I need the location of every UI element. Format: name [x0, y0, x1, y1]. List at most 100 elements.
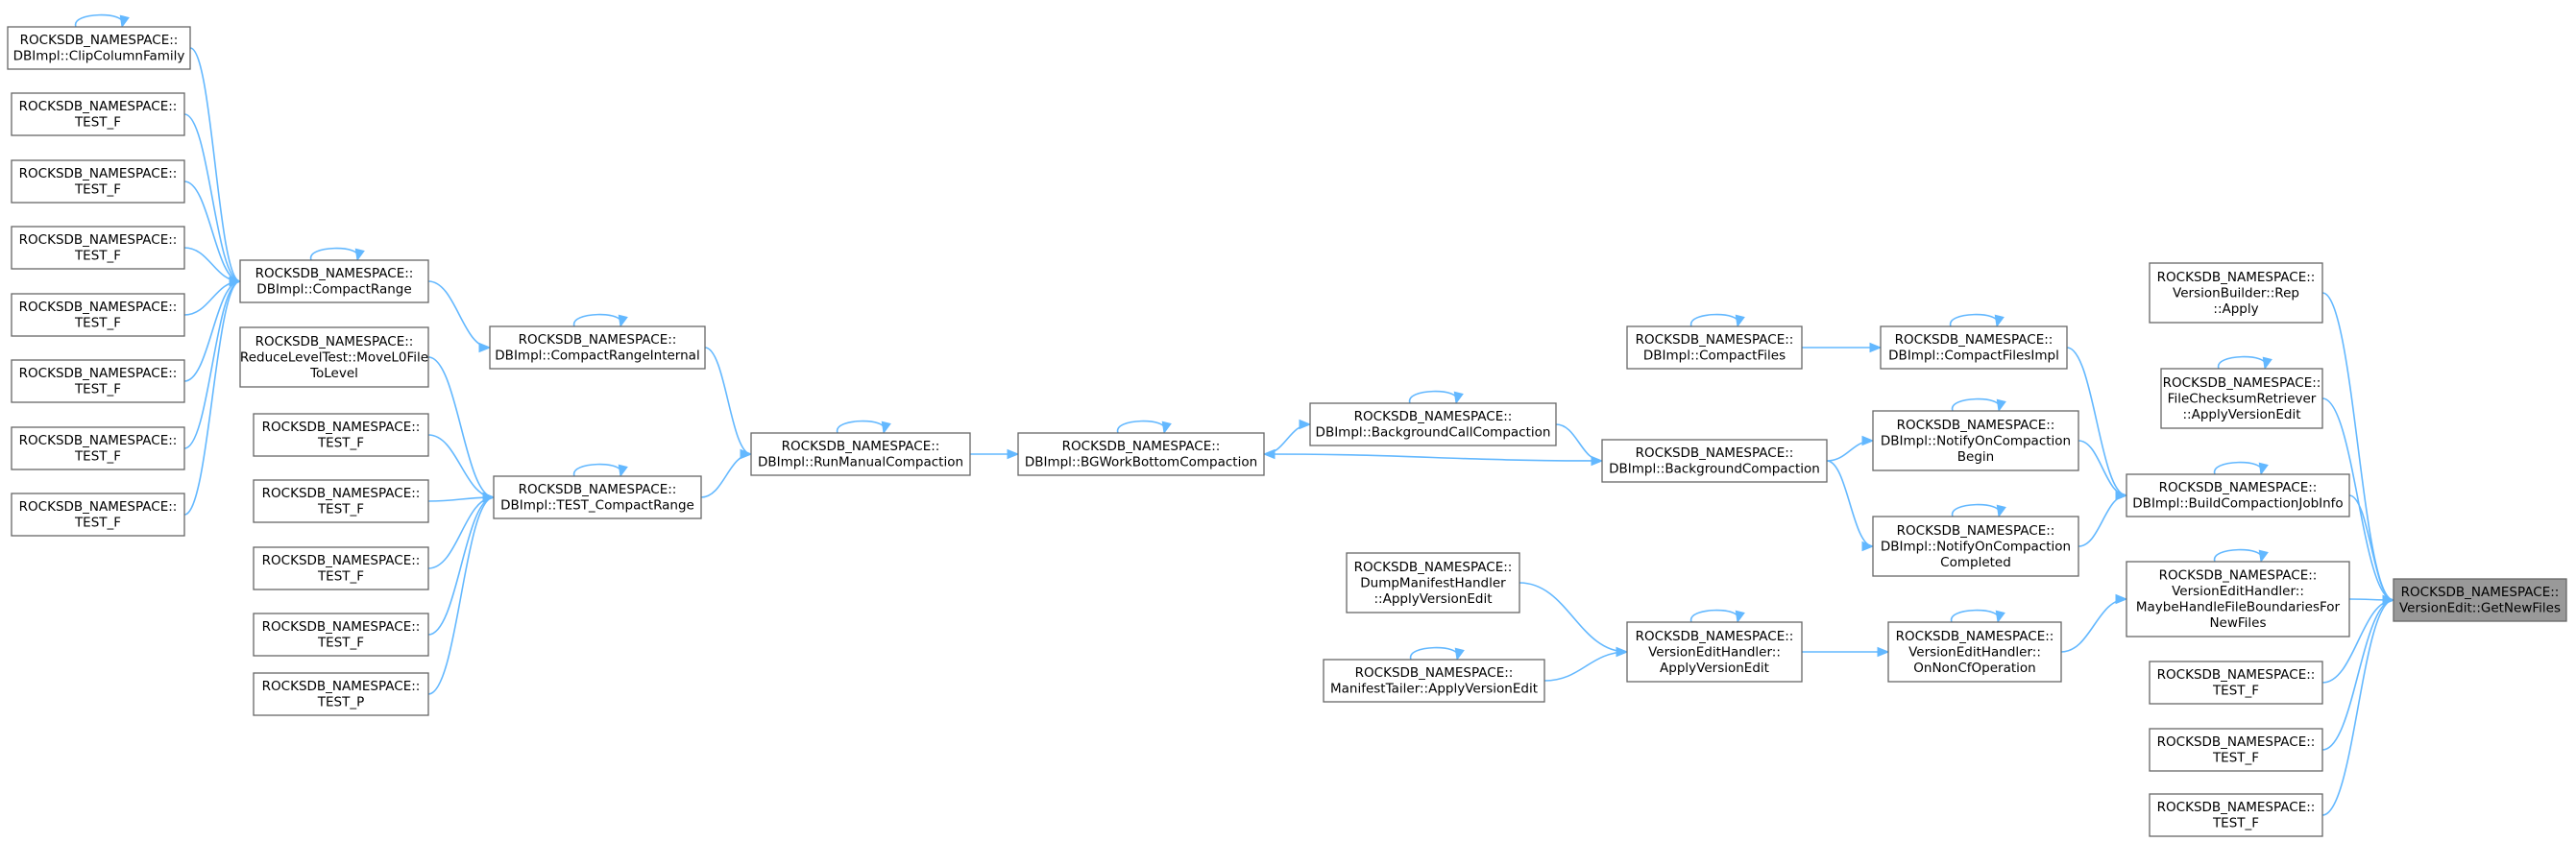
edge-path [2078, 494, 2127, 547]
edge-path [1263, 453, 1603, 462]
edge-path [189, 47, 241, 282]
node-tf6[interactable]: ROCKSDB_NAMESPACE::TEST_F [11, 426, 185, 470]
node-label: Begin [1957, 449, 1994, 465]
node-tf2[interactable]: ROCKSDB_NAMESPACE::TEST_F [11, 159, 185, 204]
node-tf14[interactable]: ROCKSDB_NAMESPACE::TEST_F [2149, 793, 2323, 837]
edge-vehnon-to-vehmh [2060, 593, 2128, 653]
edge-path [427, 356, 495, 498]
self-loop-path [310, 247, 358, 261]
node-tf5[interactable]: ROCKSDB_NAMESPACE::TEST_F [11, 359, 185, 403]
self-loop-path [1690, 313, 1738, 327]
edge-path [1263, 423, 1311, 455]
node-bgwb[interactable]: ROCKSDB_NAMESPACE::DBImpl::BGWorkBottomC… [1017, 432, 1265, 476]
node-label: VersionEdit::GetNewFiles [2399, 601, 2561, 616]
node-tf4[interactable]: ROCKSDB_NAMESPACE::TEST_F [11, 293, 185, 337]
node-tf11[interactable]: ROCKSDB_NAMESPACE::TEST_F [253, 613, 429, 657]
node-tf10[interactable]: ROCKSDB_NAMESPACE::TEST_F [253, 546, 429, 590]
edge-tcr-to-rmc [700, 448, 753, 498]
node-compactrange[interactable]: ROCKSDB_NAMESPACE::DBImpl::CompactRange [239, 259, 429, 303]
edge-arrowhead [229, 276, 242, 287]
node-tf9[interactable]: ROCKSDB_NAMESPACE::TEST_F [253, 479, 429, 523]
node-label: ROCKSDB_NAMESPACE:: [2157, 270, 2316, 285]
node-tf1[interactable]: ROCKSDB_NAMESPACE::TEST_F [11, 92, 185, 136]
edge-path [427, 496, 495, 695]
node-box [253, 479, 429, 523]
edge-arrowhead [1735, 314, 1745, 328]
edge-path [427, 434, 495, 498]
node-tcr[interactable]: ROCKSDB_NAMESPACE::DBImpl::TEST_CompactR… [493, 475, 702, 519]
node-cri[interactable]: ROCKSDB_NAMESPACE::DBImpl::CompactRangeI… [489, 325, 706, 370]
node-mt[interactable]: ROCKSDB_NAMESPACE::ManifestTailer::Apply… [1323, 659, 1545, 703]
node-nocb[interactable]: ROCKSDB_NAMESPACE::DBImpl::NotifyOnCompa… [1872, 410, 2079, 471]
edge-cri-to-cri [573, 313, 628, 328]
node-box [11, 426, 185, 470]
edge-cf-to-cf [1690, 313, 1745, 328]
node-rmc[interactable]: ROCKSDB_NAMESPACE::DBImpl::RunManualComp… [750, 432, 971, 476]
node-tf12[interactable]: ROCKSDB_NAMESPACE::TEST_F [2149, 661, 2323, 705]
edge-bc-to-nocc [1826, 460, 1875, 552]
node-label: ROCKSDB_NAMESPACE:: [19, 232, 178, 248]
edge-arrowhead [1453, 391, 1464, 405]
edge-arrowhead [2262, 356, 2272, 371]
node-label: DBImpl::RunManualCompaction [758, 455, 963, 470]
node-label: ROCKSDB_NAMESPACE:: [2157, 800, 2316, 815]
node-box [1346, 552, 1520, 613]
node-label: ROCKSDB_NAMESPACE:: [19, 99, 178, 114]
node-box [11, 293, 185, 337]
node-dmh[interactable]: ROCKSDB_NAMESPACE::DumpManifestHandler::… [1346, 552, 1520, 613]
node-tf7[interactable]: ROCKSDB_NAMESPACE::TEST_F [11, 493, 185, 537]
edge-path [2066, 347, 2127, 496]
node-vehnon[interactable]: ROCKSDB_NAMESPACE::VersionEditHandler::O… [1887, 621, 2062, 683]
edge-arrowhead [1994, 314, 2005, 328]
node-label: DBImpl::CompactRangeInternal [495, 349, 699, 364]
node-box [2393, 578, 2567, 622]
node-vbrep[interactable]: ROCKSDB_NAMESPACE::VersionBuilder::Rep::… [2149, 262, 2323, 324]
node-vehave[interactable]: ROCKSDB_NAMESPACE::VersionEditHandler::A… [1626, 621, 1803, 683]
node-label: DBImpl::NotifyOnCompaction [1881, 433, 2071, 448]
target-node[interactable]: ROCKSDB_NAMESPACE::VersionEdit::GetNewFi… [2393, 578, 2567, 622]
node-box [11, 493, 185, 537]
edge-path [2060, 598, 2127, 653]
edge-mt-to-mt [1410, 646, 1465, 662]
node-label: ROCKSDB_NAMESPACE:: [1895, 332, 2054, 348]
edge-compactrange-to-compactrange [310, 247, 365, 262]
node-bc[interactable]: ROCKSDB_NAMESPACE::DBImpl::BackgroundCom… [1601, 439, 1828, 483]
edge-arrowhead [1861, 541, 1875, 552]
node-clip[interactable]: ROCKSDB_NAMESPACE::DBImpl::ClipColumnFam… [7, 26, 191, 70]
self-loop-path [75, 13, 123, 28]
node-label: ManifestTailer::ApplyVersionEdit [1330, 682, 1538, 697]
edge-arrowhead [1616, 646, 1629, 658]
node-tf3[interactable]: ROCKSDB_NAMESPACE::TEST_F [11, 226, 185, 270]
edge-arrowhead [881, 421, 891, 435]
node-label: DBImpl::BackgroundCompaction [1609, 462, 1820, 477]
node-box [1017, 432, 1265, 476]
node-label: TEST_F [317, 569, 364, 585]
node-label: ROCKSDB_NAMESPACE:: [262, 420, 421, 435]
edge-arrowhead [1007, 448, 1020, 460]
node-fcr[interactable]: ROCKSDB_NAMESPACE::FileChecksumRetriever… [2160, 368, 2323, 429]
node-bgcc[interactable]: ROCKSDB_NAMESPACE::DBImpl::BackgroundCal… [1309, 402, 1557, 446]
node-label: DBImpl::BGWorkBottomCompaction [1025, 455, 1257, 470]
node-label: ROCKSDB_NAMESPACE:: [262, 486, 421, 501]
edge-path [183, 180, 241, 282]
node-reduce[interactable]: ROCKSDB_NAMESPACE::ReduceLevelTest::Move… [239, 326, 429, 388]
node-bcji[interactable]: ROCKSDB_NAMESPACE::DBImpl::BuildCompacti… [2126, 473, 2350, 517]
edge-arrowhead [740, 448, 753, 460]
node-tf8[interactable]: ROCKSDB_NAMESPACE::TEST_F [253, 413, 429, 457]
node-tf13[interactable]: ROCKSDB_NAMESPACE::TEST_F [2149, 728, 2323, 772]
node-label: ROCKSDB_NAMESPACE:: [519, 482, 677, 497]
node-cf[interactable]: ROCKSDB_NAMESPACE::DBImpl::CompactFiles [1626, 325, 1803, 370]
node-label: ROCKSDB_NAMESPACE:: [1636, 445, 1794, 461]
self-loop-path [1690, 609, 1738, 623]
edge-path [700, 453, 752, 498]
edge-arrowhead [1861, 435, 1875, 446]
node-cfi[interactable]: ROCKSDB_NAMESPACE::DBImpl::CompactFilesI… [1880, 325, 2068, 370]
edge-tp-to-tcr [427, 492, 496, 695]
node-nocc[interactable]: ROCKSDB_NAMESPACE::DBImpl::NotifyOnCompa… [1872, 516, 2079, 577]
node-label: TEST_P [317, 695, 364, 710]
node-tp[interactable]: ROCKSDB_NAMESPACE::TEST_P [253, 672, 429, 716]
edge-path [1826, 460, 1874, 547]
node-vehmh[interactable]: ROCKSDB_NAMESPACE::VersionEditHandler::M… [2126, 561, 2350, 638]
edge-bc-to-bgwb [1262, 448, 1603, 462]
edge-rmc-to-bgwb [970, 448, 1020, 460]
